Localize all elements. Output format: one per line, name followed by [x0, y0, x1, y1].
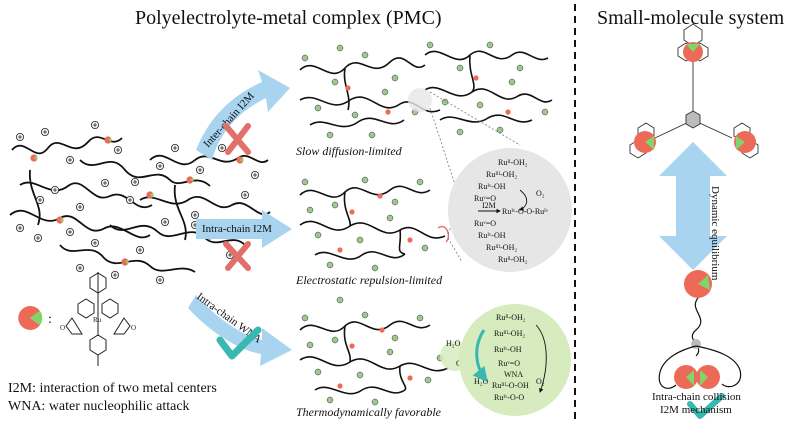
caption-thermo: Thermodynamically favorable [296, 405, 442, 419]
arrow-intra-label: Intra-chain I2M [202, 223, 272, 235]
caption-slow: Slow diffusion-limited [296, 144, 403, 158]
check-icon-wna [216, 326, 262, 360]
wna-r6: Ruᴵᵛ-O-O [494, 393, 524, 402]
svg-text:O: O [60, 324, 65, 332]
wna-cycle: Ruᴵᴵ-OH₂ Ruᴵᴵᴵ-OH₂ Ruᴵᵛ-OH Ruᵛ=O WNA H₂O… [459, 304, 571, 416]
i2m-cycle: Ruᴵᴵ-OH₂ Ruᴵᴵᴵ-OH₂ Ruᴵᵛ-OH Ruᵛ=O O₂ I2M … [448, 148, 572, 272]
equilibrium-text: Dynamic equilibrium [709, 186, 721, 281]
i2m-r1: Ruᴵᴵ-OH₂ [498, 158, 528, 167]
i2m-r8: Ruᴵᴵ-OH₂ [498, 255, 528, 264]
wna-mini-h2o: H₂O [446, 339, 461, 348]
i2m-o2: O₂ [536, 189, 545, 198]
caption-electro: Electrostatic repulsion-limited [295, 273, 443, 287]
ru-complex-structure: Ru O O [60, 272, 136, 366]
svg-text:Ru: Ru [93, 316, 102, 324]
legend-wna-definition: WNA: water nucleophilic attack [8, 399, 190, 414]
i2m-r5: Ruᵛ=O [474, 219, 496, 228]
polymer-network [9, 136, 271, 273]
arrow-intra-chain-wna: Intra-chain WNA [188, 291, 292, 366]
equilibrium-label: Dynamic equilibrium [709, 186, 721, 281]
trimer-metal-centers [634, 42, 756, 153]
i2m-r2: Ruᴵᴵᴵ-OH₂ [486, 170, 517, 179]
i2m-r6: Ruᴵᵛ-OH [478, 231, 506, 240]
wna-r1: Ruᴵᴵ-OH₂ [496, 313, 526, 322]
wna-r5: Ruᴵᴵᴵ-O-OH [492, 381, 529, 390]
check-icon-small [687, 393, 725, 419]
panel-intra-chain-i2m: Electrostatic repulsion-limited [295, 176, 450, 287]
legend-colon: : [48, 312, 52, 327]
cross-icon-intra [223, 241, 251, 271]
wna-r3: Ruᴵᵛ-OH [494, 345, 522, 354]
pmc-title: Polyelectrolyte-metal complex (PMC) [135, 7, 442, 29]
i2m-r4: Ruᵛ=O [474, 194, 496, 203]
top-metal-center [684, 270, 712, 298]
i2m-r7: Ruᴵᴵᴵ-OH₂ [486, 243, 517, 252]
svg-text:O: O [131, 324, 136, 332]
arrow-inter-chain: Inter-chain I2M [196, 70, 290, 160]
arrow-intra-chain-i2m: Intra-chain I2M [196, 210, 292, 271]
collision-label-2: I2M mechanism [660, 404, 732, 416]
panel-inter-chain: Slow diffusion-limited [296, 41, 553, 158]
cross-icon-inter [223, 123, 251, 155]
equilibrium-arrow [659, 142, 727, 270]
i2m-r3: Ruᴵᵛ-OH [478, 182, 506, 191]
wna-r4: Ruᵛ=O [498, 359, 520, 368]
i2m-label: I2M [482, 201, 496, 210]
panel-intra-chain-wna: H₂O O₂ Thermodynamically favorable [296, 296, 470, 419]
legend-i2m-definition: I2M: interaction of two metal centers [8, 381, 217, 396]
collision-label-1: Intra-chain collision [652, 391, 741, 403]
colliding-metal-centers [674, 365, 720, 389]
wna-label: WNA [504, 370, 523, 379]
wna-r2: Ruᴵᴵᴵ-OH₂ [494, 329, 525, 338]
i2m-peroxo: Ruᴵᵛ-O-O-Ruᴵᵛ [502, 207, 549, 216]
small-molecule-title: Small-molecule system [597, 7, 785, 29]
wna-o2: O₂ [536, 377, 545, 386]
arrow-inter-label: Inter-chain I2M [201, 90, 257, 150]
legend-metal-symbol [18, 306, 43, 330]
flexible-chain-molecule [658, 270, 742, 419]
